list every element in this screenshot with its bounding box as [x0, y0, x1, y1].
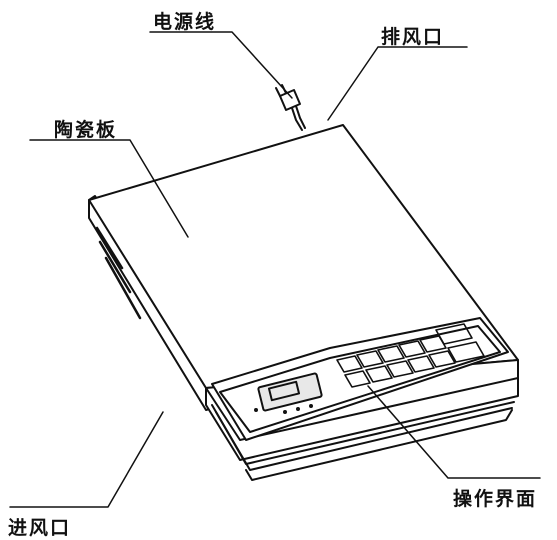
- key-1[interactable]: [336, 355, 363, 373]
- key-8[interactable]: [386, 360, 414, 378]
- control-panel-frame: [211, 317, 509, 441]
- leader-power-cord: [149, 31, 293, 99]
- key-6[interactable]: [344, 370, 371, 388]
- cooker-base-layer-3: [215, 407, 513, 471]
- keypad: [336, 323, 485, 388]
- label-intake-vent: 进风口: [8, 517, 72, 539]
- leader-control-panel: [367, 385, 541, 479]
- display-indicator-dots: [254, 404, 313, 414]
- cooker-foot: [245, 409, 513, 481]
- key-3[interactable]: [377, 345, 405, 363]
- label-power-cord: 电源线: [153, 11, 217, 33]
- leader-intake-vent: [9, 411, 164, 508]
- power-cord: [275, 84, 306, 131]
- display-window: [257, 372, 323, 412]
- side-vents: [95, 226, 142, 320]
- label-control-panel: 操作界面: [453, 488, 538, 510]
- key-large-1[interactable]: [435, 323, 473, 345]
- key-5[interactable]: [419, 335, 447, 353]
- key-10[interactable]: [428, 350, 456, 368]
- label-ceramic-plate: 陶瓷板: [54, 119, 118, 141]
- leader-exhaust-vent: [327, 46, 468, 121]
- key-7[interactable]: [365, 365, 393, 383]
- label-exhaust-vent: 排风口: [381, 26, 445, 48]
- power-plug-icon: [279, 89, 301, 111]
- control-panel-inner: [219, 325, 501, 433]
- leader-ceramic-plate: [29, 139, 189, 238]
- leader-lines: [9, 31, 541, 508]
- key-4[interactable]: [398, 340, 426, 358]
- key-large-2[interactable]: [447, 341, 485, 363]
- key-9[interactable]: [407, 355, 435, 373]
- key-2[interactable]: [356, 350, 384, 368]
